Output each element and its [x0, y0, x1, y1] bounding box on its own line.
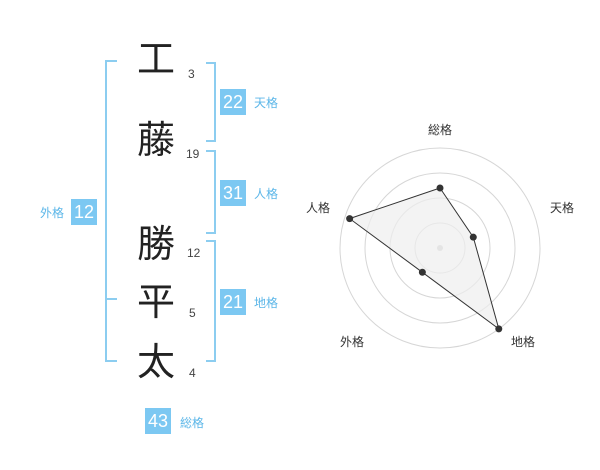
stroke-count-2: 19: [186, 147, 200, 161]
radar-label-soukaku: 総格: [428, 123, 453, 137]
gaikaku-bracket: [105, 60, 117, 362]
stroke-count-1: 3: [188, 67, 195, 81]
radar-label-gaikaku: 外格: [340, 335, 365, 349]
tenkaku-value: 22: [220, 89, 247, 115]
radar-point-3: [495, 325, 503, 333]
radar-point-1: [436, 184, 444, 192]
gaikaku-label: 外格: [40, 206, 65, 220]
chikaku-label: 地格: [254, 296, 279, 310]
name-char-5: 太: [136, 340, 175, 384]
tenkaku-bracket: [206, 62, 216, 142]
stroke-count-3: 12: [187, 246, 201, 260]
jinkaku-label: 人格: [254, 187, 279, 201]
tenkaku-label: 天格: [254, 96, 279, 110]
radar-point-4: [418, 268, 426, 276]
soukaku-value: 43: [145, 408, 172, 434]
gaikaku-value: 12: [71, 199, 98, 225]
soukaku-label: 総格: [180, 416, 205, 430]
radar-ring: [364, 172, 516, 324]
name-char-1: 工: [136, 37, 175, 81]
chikaku-value: 21: [220, 289, 247, 315]
radar-polygon: [348, 187, 500, 331]
radar-label-jinkaku: 人格: [306, 201, 331, 215]
name-char-3: 勝: [136, 222, 175, 266]
radar-label-chikaku: 地格: [511, 335, 536, 349]
stroke-count-4: 5: [189, 306, 196, 320]
name-char-2: 藤: [136, 118, 175, 162]
jinkaku-bracket: [206, 150, 216, 234]
stroke-count-5: 4: [189, 366, 196, 380]
radar-point-2: [469, 233, 477, 241]
radar-label-tenkaku: 天格: [550, 201, 575, 215]
radar-ring: [339, 147, 541, 349]
name-char-4: 平: [136, 280, 175, 324]
radar-point-5: [346, 215, 354, 223]
gaikaku-bracket-mid: [107, 298, 117, 300]
chikaku-bracket: [206, 240, 216, 362]
jinkaku-value: 31: [220, 180, 247, 206]
